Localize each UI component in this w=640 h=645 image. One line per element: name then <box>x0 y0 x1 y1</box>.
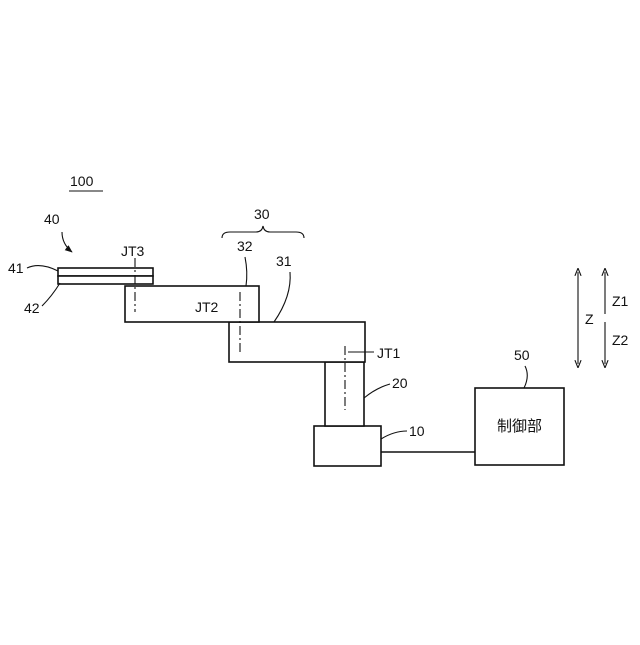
controller-reference-label: 50 <box>514 347 530 363</box>
column-label: 20 <box>392 375 408 391</box>
hand-reference-arrow <box>62 232 72 252</box>
plate-upper-leader <box>27 266 58 271</box>
base-leader <box>381 431 407 439</box>
joint-label-jt3: JT3 <box>121 243 145 259</box>
arm-brace <box>222 226 304 238</box>
z2-label: Z2 <box>612 332 629 348</box>
base-label: 10 <box>409 423 425 439</box>
first-arm-leader <box>274 272 290 322</box>
first-arm-block <box>229 322 365 362</box>
controller-leader <box>524 366 527 388</box>
hand-plate-upper <box>58 268 153 276</box>
hand-reference-label: 40 <box>44 211 60 227</box>
base-block <box>314 426 381 466</box>
joint-label-jt1: JT1 <box>377 345 401 361</box>
z1-label: Z1 <box>612 293 629 309</box>
first-arm-label: 31 <box>276 253 292 269</box>
second-arm-block <box>125 286 259 322</box>
column-leader <box>364 384 390 398</box>
robot-reference-label: 100 <box>70 173 94 189</box>
arm-reference-label: 30 <box>254 206 270 222</box>
hand-plate-lower <box>58 276 153 284</box>
joint-label-jt2: JT2 <box>195 299 219 315</box>
plate-upper-label: 41 <box>8 260 24 276</box>
plate-lower-label: 42 <box>24 300 40 316</box>
second-arm-label: 32 <box>237 238 253 254</box>
second-arm-leader <box>245 257 247 286</box>
plate-lower-leader <box>42 283 60 306</box>
controller-text: 制御部 <box>497 418 542 435</box>
z-axis-label: Z <box>585 311 594 327</box>
